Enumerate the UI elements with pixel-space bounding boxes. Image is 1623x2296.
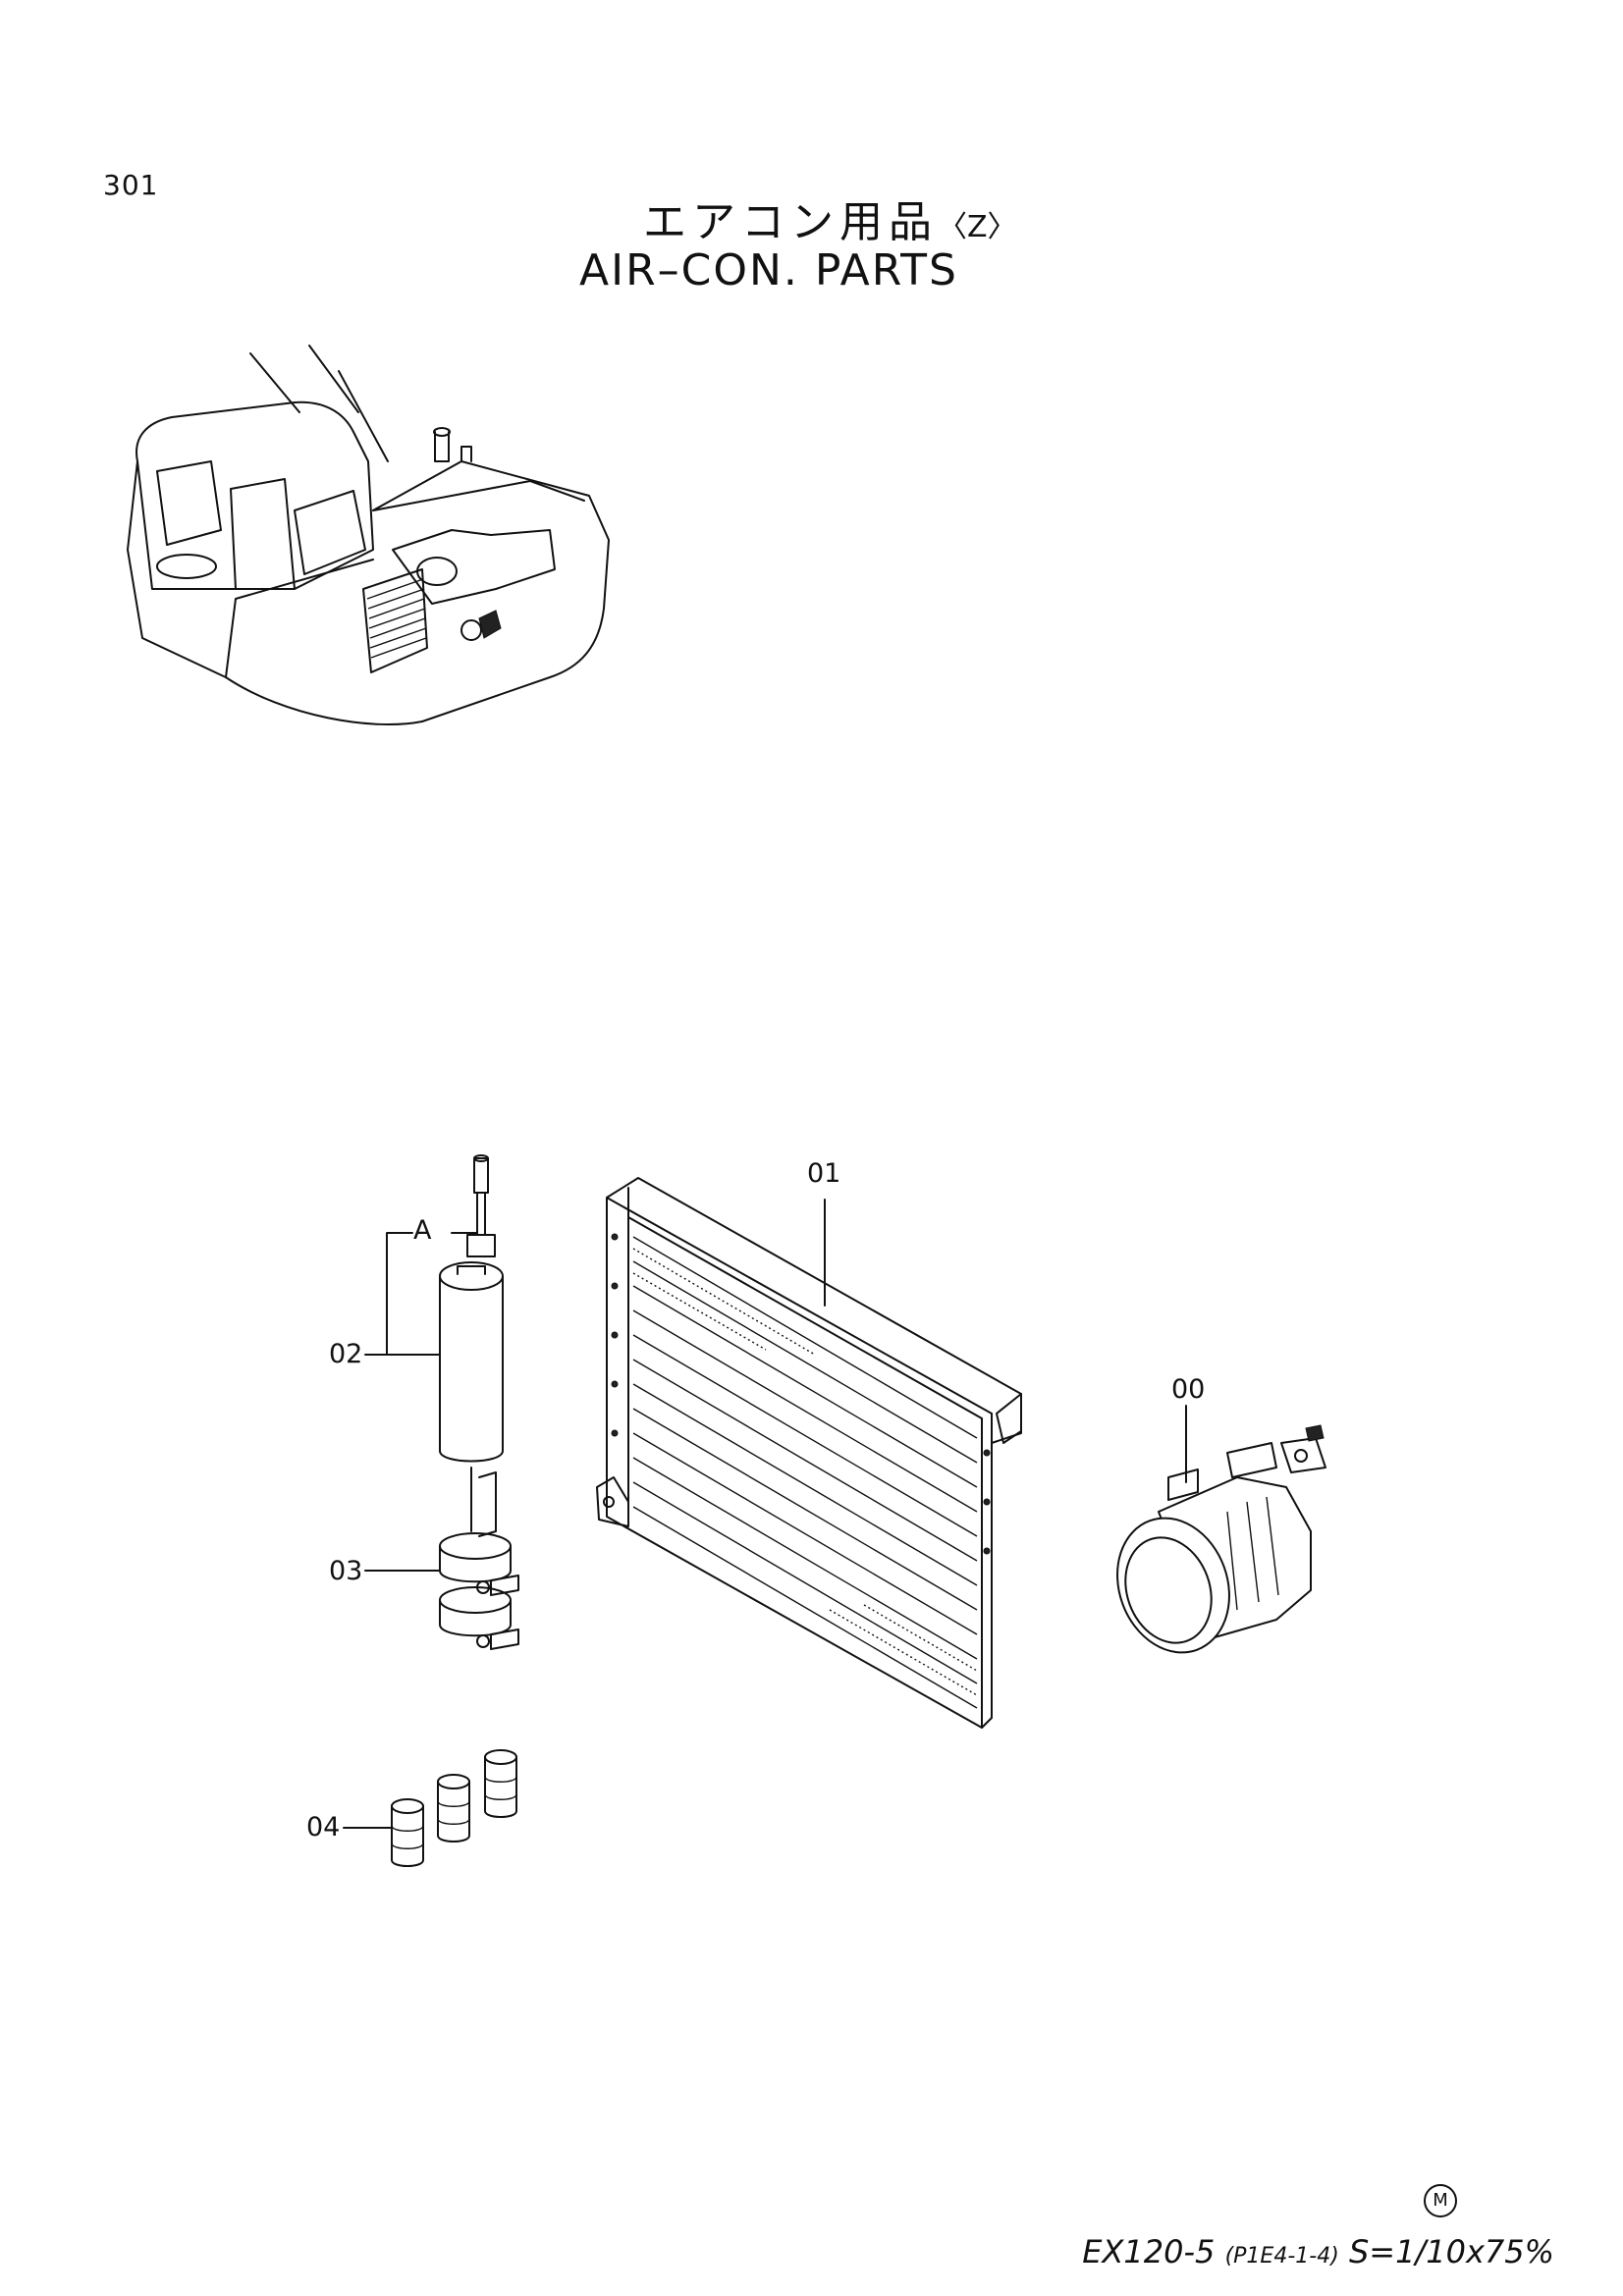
- callout-view-a: A: [413, 1215, 432, 1246]
- receiver-dryer-illustration: [364, 1154, 504, 1463]
- machine-overview-illustration: [127, 345, 610, 725]
- compressor-illustration: [1116, 1405, 1326, 1654]
- callout-part-01: 01: [807, 1158, 841, 1189]
- callout-part-00: 00: [1171, 1374, 1206, 1405]
- footer-model: EX120-5: [1082, 2233, 1216, 2270]
- title-ja-suffix: 〈Z〉: [938, 210, 1017, 244]
- page-title-english: AIR–CON. PARTS: [579, 245, 958, 295]
- page-title-japanese: エアコン用品〈Z〉: [643, 187, 1017, 249]
- condenser-illustration: [596, 1177, 1022, 1729]
- footer-code: (P1E4-1-4): [1224, 2244, 1339, 2269]
- spacer-set-illustration: [343, 1749, 517, 1867]
- footer-model-info: EX120-5 (P1E4-1-4) S=1/10x75%: [1082, 2233, 1554, 2270]
- clamp-bracket-illustration: [364, 1467, 519, 1650]
- callout-part-02: 02: [329, 1339, 363, 1369]
- callout-part-03: 03: [329, 1556, 363, 1586]
- footer-mark-badge: M: [1424, 2184, 1457, 2217]
- title-ja-text: エアコン用品: [643, 197, 938, 247]
- footer-scale: S=1/10x75%: [1348, 2233, 1554, 2270]
- page-number: 301: [103, 169, 159, 201]
- callout-part-04: 04: [306, 1812, 341, 1842]
